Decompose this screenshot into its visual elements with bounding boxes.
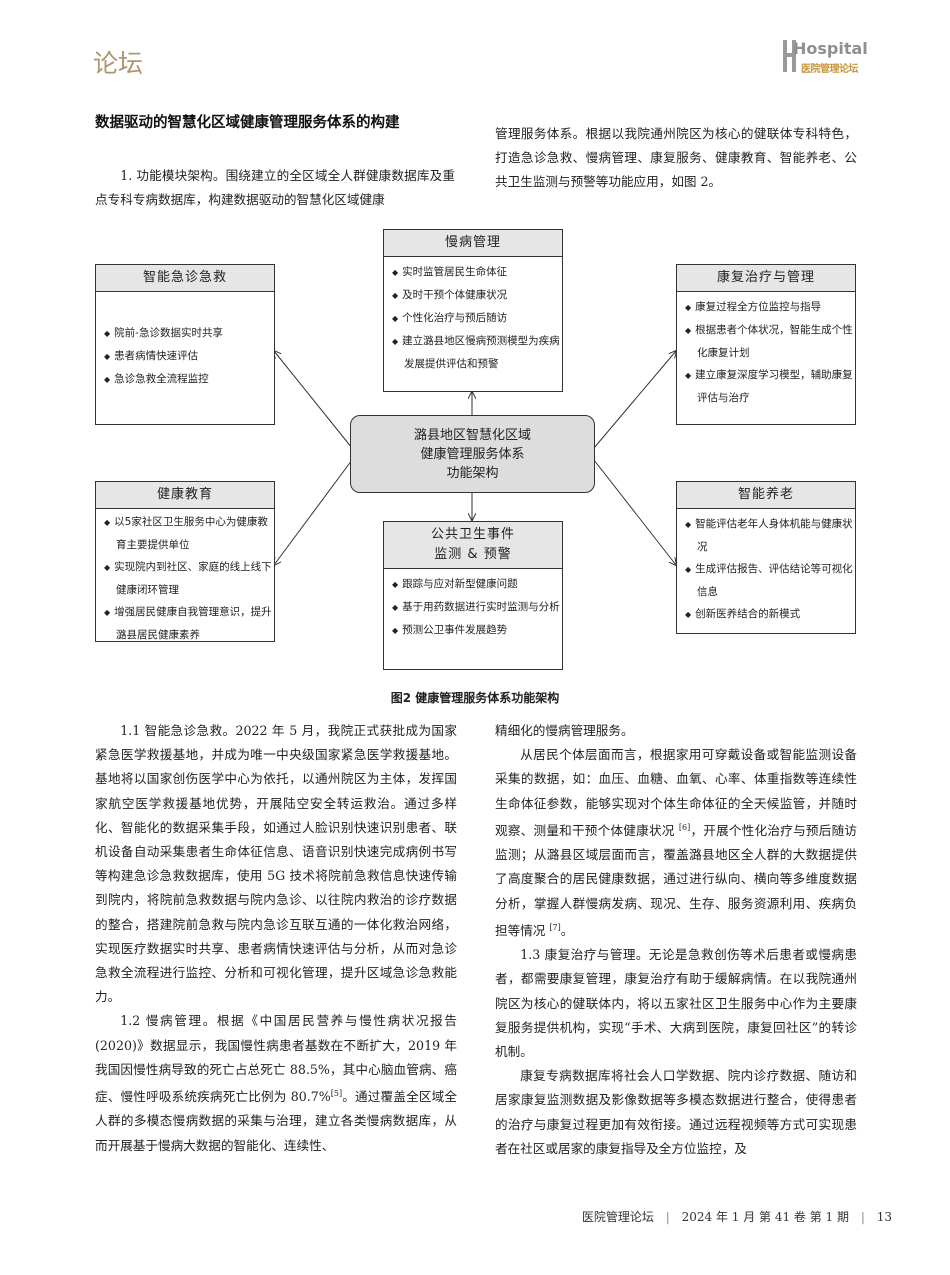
footer-page-number: 13 xyxy=(876,1210,892,1224)
box-public-title-line: 公共卫生事件 xyxy=(430,527,515,542)
footer-separator: | xyxy=(665,1210,670,1224)
paragraph-individual-text-b: ，开展个性化治疗与预后随访监测；从潞县区域层面而言，覆盖潞县地区全人群的大数据提… xyxy=(495,823,857,938)
paragraph-rehabilitation: 1.3 康复治疗与管理。无论是急救创伤等术后患者或慢病患者，都需要康复管理，康复… xyxy=(495,947,857,1060)
box-education-title: 健康教育 xyxy=(96,482,274,509)
box-chronic-item: 实时监管居民生命体征 xyxy=(384,261,562,284)
center-line: 功能架构 xyxy=(446,466,499,481)
box-health-education: 健康教育 以5家社区卫生服务中心为健康教育主要提供单位 实现院内到社区、家庭的线… xyxy=(95,481,275,642)
box-chronic-item: 个性化治疗与预后随访 xyxy=(384,307,562,330)
box-rehab-title: 康复治疗与管理 xyxy=(677,265,855,292)
citation-ref: [7] xyxy=(549,922,561,932)
box-elderly-item: 创新医养结合的新模式 xyxy=(677,603,855,626)
body-right-column: 精细化的慢病管理服务。 从居民个体层面而言，根据家用可穿戴设备或智能监测设备采集… xyxy=(495,719,857,1161)
box-public-title-line: 监测 & 预警 xyxy=(434,547,512,562)
arrow-to-elderly xyxy=(593,459,676,565)
box-emergency-item: 急诊急救全流程监控 xyxy=(96,368,274,391)
section-title: 数据驱动的智慧化区域健康管理服务体系的构建 xyxy=(95,115,400,131)
box-rehabilitation: 康复治疗与管理 康复过程全方位监控与指导 根据患者个体状况，智能生成个性化康复计… xyxy=(676,264,856,425)
box-smart-elderly-care: 智能养老 智能评估老年人身体机能与健康状况 生成评估报告、评估结论等可视化信息 … xyxy=(676,481,856,634)
journal-logo: Hospital 医院管理论坛 xyxy=(783,39,868,75)
figure-caption: 图2 健康管理服务体系功能架构 xyxy=(390,691,560,705)
paragraph-continuation: 精细化的慢病管理服务。 xyxy=(495,723,634,738)
box-rehab-item: 康复过程全方位监控与指导 xyxy=(677,296,855,319)
body-left-column: 1.1 智能急诊急救。2022 年 5 月，我院正式获批成为国家紧急医学救援基地… xyxy=(95,719,457,1158)
paragraph-individual-text-c: 。 xyxy=(560,923,574,938)
box-public-health: 公共卫生事件 监测 & 预警 跟踪与应对新型健康问题 基于用药数据进行实时监测与… xyxy=(383,521,563,670)
citation-ref: [6] xyxy=(678,822,691,832)
box-education-item: 增强居民健康自我管理意识，提升潞县居民健康素养 xyxy=(96,601,274,646)
footer-journal: 医院管理论坛 xyxy=(581,1210,654,1224)
center-line: 健康管理服务体系 xyxy=(420,447,525,462)
box-public-item: 跟踪与应对新型健康问题 xyxy=(384,573,562,596)
intro-left-paragraph: 1. 功能模块架构。围绕建立的全区域全人群健康数据库及重点专科专病数据库，构建数… xyxy=(95,168,455,208)
box-emergency-title: 智能急诊急救 xyxy=(96,265,274,292)
box-chronic-disease: 慢病管理 实时监管居民生命体征 及时干预个体健康状况 个性化治疗与预后随访 建立… xyxy=(383,229,563,392)
footer-separator: | xyxy=(860,1210,865,1224)
box-smart-emergency: 智能急诊急救 院前-急诊数据实时共享 患者病情快速评估 急诊急救全流程监控 xyxy=(95,264,275,425)
header-section-label: 论坛 xyxy=(93,49,144,78)
box-rehab-item: 根据患者个体状况，智能生成个性化康复计划 xyxy=(677,319,855,364)
figure-arrows xyxy=(0,0,950,720)
box-public-title: 公共卫生事件 监测 & 预警 xyxy=(384,522,562,569)
box-rehab-item: 建立康复深度学习模型，辅助康复评估与治疗 xyxy=(677,364,855,409)
paragraph-individual-level: 从居民个体层面而言，根据家用可穿戴设备或智能监测设备采集的数据，如：血压、血糖、… xyxy=(495,743,857,943)
box-public-item: 基于用药数据进行实时监测与分析 xyxy=(384,596,562,619)
paragraph-individual-text-a: 从居民个体层面而言，根据家用可穿戴设备或智能监测设备采集的数据，如：血压、血糖、… xyxy=(495,747,857,838)
paragraph-chronic: 1.2 慢病管理。根据《中国居民营养与慢性病状况报告(2020)》数据显示，我国… xyxy=(95,1009,457,1157)
box-emergency-item: 患者病情快速评估 xyxy=(96,345,274,368)
box-elderly-title: 智能养老 xyxy=(677,482,855,509)
logo-sub-text: 医院管理论坛 xyxy=(801,64,859,75)
paragraph-chronic-text-b: 。通过覆盖全区域全人群的多模态慢病数据的采集与治理，建立各类慢病数据库，从而开展… xyxy=(95,1089,458,1153)
citation-ref: [5] xyxy=(330,1089,343,1099)
box-chronic-title: 慢病管理 xyxy=(384,230,562,257)
box-education-item: 以5家社区卫生服务中心为健康教育主要提供单位 xyxy=(96,511,274,556)
arrow-to-rehab xyxy=(593,351,676,449)
paragraph-rehab-database: 康复专病数据库将社会人口学数据、院内诊疗数据、随访和居家康复监测数据及影像数据等… xyxy=(495,1068,857,1156)
box-education-item: 实现院内到社区、家庭的线上线下健康闭环管理 xyxy=(96,556,274,601)
center-line: 潞县地区智慧化区域 xyxy=(413,428,531,443)
box-elderly-item: 智能评估老年人身体机能与健康状况 xyxy=(677,513,855,558)
arrow-to-emergency xyxy=(274,351,353,449)
box-emergency-item: 院前-急诊数据实时共享 xyxy=(96,322,274,345)
box-chronic-item: 及时干预个体健康状况 xyxy=(384,284,562,307)
footer-issue: 2024 年 1 月 第 41 卷 第 1 期 xyxy=(681,1210,850,1224)
arrow-to-education xyxy=(274,459,353,565)
box-elderly-item: 生成评估报告、评估结论等可视化信息 xyxy=(677,558,855,603)
center-node: 潞县地区智慧化区域 健康管理服务体系 功能架构 xyxy=(350,415,595,493)
paragraph-emergency: 1.1 智能急诊急救。2022 年 5 月，我院正式获批成为国家紧急医学救援基地… xyxy=(95,723,457,1005)
box-public-item: 预测公卫事件发展趋势 xyxy=(384,619,562,642)
intro-right-paragraph: 管理服务体系。根据以我院通州院区为核心的健联体专科特色，打造急诊急救、慢病管理、… xyxy=(495,126,857,190)
paragraph-chronic-text-a: 1.2 慢病管理。根据《中国居民营养与慢性病状况报告(2020)》数据显示，我国… xyxy=(95,1013,457,1105)
box-chronic-item: 建立潞县地区慢病预测模型为疾病发展提供评估和预警 xyxy=(384,330,562,375)
page-footer: 医院管理论坛 | 2024 年 1 月 第 41 卷 第 1 期 | 13 xyxy=(582,1208,892,1225)
logo-main-text: Hospital xyxy=(793,39,868,58)
logo-h-mark xyxy=(783,40,796,72)
